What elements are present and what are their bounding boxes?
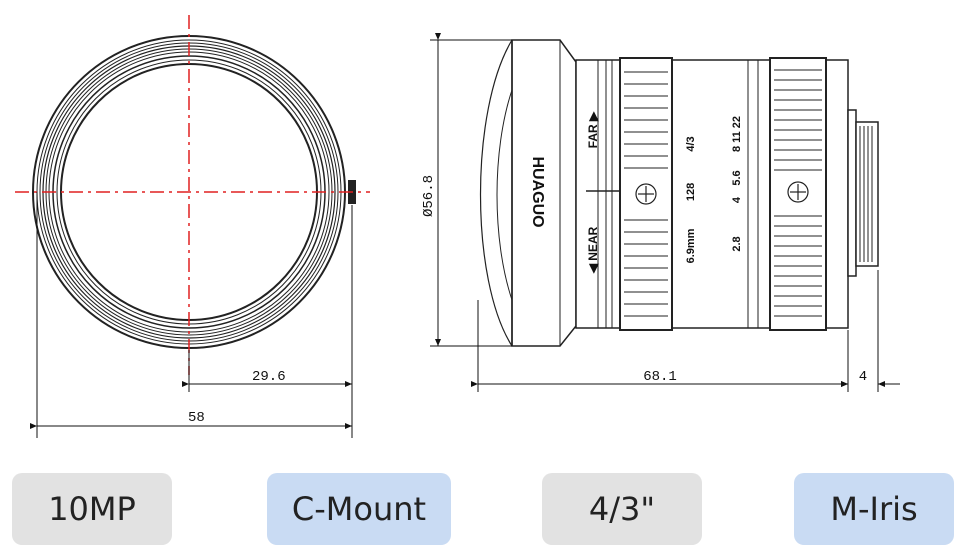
fstop-128-label: 128 [685, 183, 697, 201]
focus-lock-screw-icon [635, 183, 657, 205]
front-dimensions [30, 192, 353, 438]
iris-lock-screw-icon [787, 181, 809, 203]
fstop-5-label: 5.6 [731, 170, 743, 185]
focal-length-label: 6.9mm [685, 228, 697, 263]
fstop-811-label: 8 11 22 [731, 116, 743, 152]
dim-diameter-label: 58 [188, 410, 205, 426]
mount-thread-lines [859, 126, 873, 262]
front-center-lines [15, 15, 370, 375]
dim-side-diameter-label: Ø56.8 [421, 175, 437, 217]
format-label: 4/3 [685, 136, 697, 151]
focus-near-label: ◀ NEAR [586, 226, 600, 274]
tag-iris: M-Iris [794, 473, 954, 545]
lens-technical-drawing: 29.6 58 [15, 15, 900, 438]
dim-mount-label: 4 [859, 369, 867, 385]
fstop-4-label: 4 [731, 196, 743, 203]
focus-ring-knurl [624, 71, 668, 317]
tag-sensor-format: 4/3" [542, 473, 702, 545]
fstop-28-label: 2.8 [731, 236, 743, 251]
dim-length-label: 68.1 [643, 369, 677, 385]
brand-logo-text: HUAGUO [529, 156, 546, 227]
side-dimensions [430, 33, 900, 392]
tag-mount: C-Mount [267, 473, 451, 545]
tag-resolution: 10MP [12, 473, 172, 545]
dim-radius-label: 29.6 [252, 369, 286, 385]
iris-ring-knurl [774, 69, 822, 317]
focus-far-label: FAR ▶ [586, 111, 600, 148]
